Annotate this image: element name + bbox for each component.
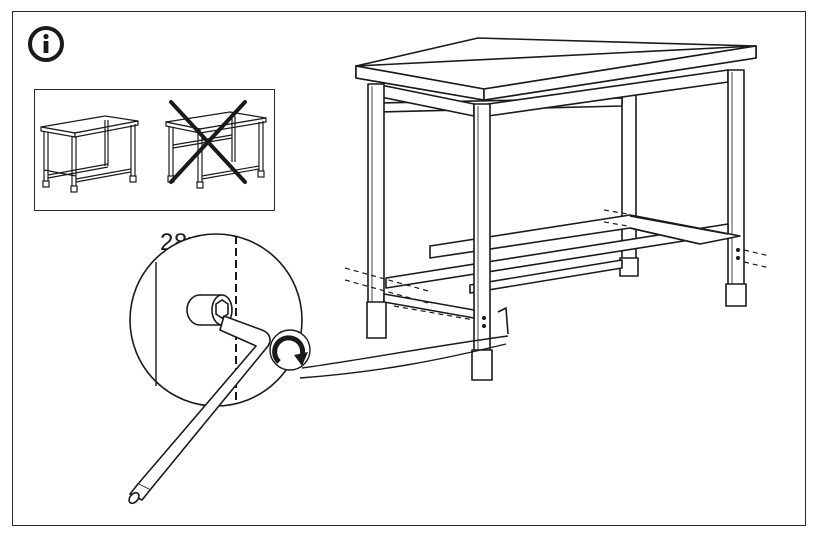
correct-table-illustration (40, 115, 139, 193)
correct-vs-incorrect-tables (40, 100, 267, 193)
front-right-leg (471, 103, 493, 381)
instruction-frame (12, 11, 806, 526)
detail-connector-line (301, 335, 509, 369)
comparison-inset (34, 89, 275, 211)
info-circle-icon (28, 26, 64, 62)
front-left-leg (366, 83, 387, 339)
allen-key-icon (128, 315, 271, 505)
back-right-corner-leg (725, 69, 747, 307)
cross-out-icon (169, 100, 247, 184)
lower-back-stretcher (469, 259, 623, 294)
clockwise-arrow-icon (269, 329, 311, 371)
detail-magnifier (129, 233, 303, 407)
table-top-surface (355, 37, 757, 101)
